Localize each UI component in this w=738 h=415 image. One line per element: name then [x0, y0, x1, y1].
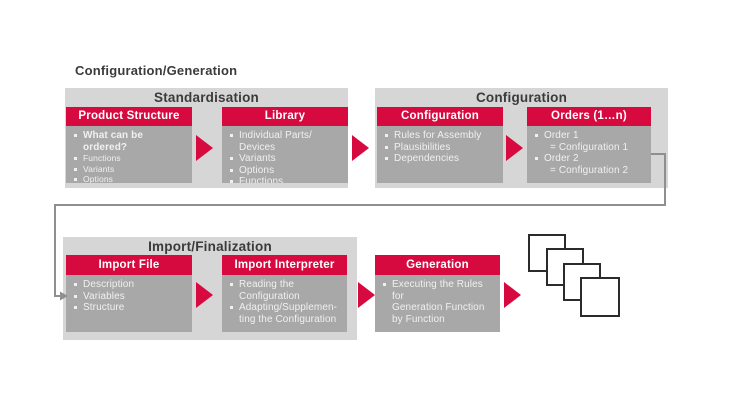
bullet-item: Functions [73, 153, 189, 164]
bullet-item: Rules for Assembly [384, 130, 500, 142]
box-import-interpreter-body: Reading the Configuration Adapting/Suppl… [222, 275, 347, 332]
box-generation: Generation Executing the Rules for Gener… [375, 255, 500, 332]
bullet-item: Variants [229, 153, 345, 165]
box-import-file-header: Import File [66, 255, 192, 275]
bullet-item: What can be ordered? [73, 130, 189, 153]
output-document-square [580, 277, 620, 317]
section-import-finalization-label: Import/Finalization [148, 239, 272, 254]
bullet-sub-item: = Configuration 2 [550, 164, 629, 176]
bullet-item: Description [73, 279, 189, 291]
flow-arrow-icon [196, 135, 213, 161]
box-library: Library Individual Parts/ Devices Varian… [222, 107, 348, 183]
bullet-item: Order 2 [534, 153, 648, 165]
box-orders-header: Orders (1…n) [527, 107, 651, 126]
bullet-item: Executing the Rules for Generation Funct… [382, 279, 497, 325]
bullet-sub-item: = Configuration 1 [550, 141, 629, 153]
box-orders-body: Order 1 = Configuration 1 Order 2 = Conf… [527, 126, 651, 183]
box-generation-body: Executing the Rules for Generation Funct… [375, 275, 500, 332]
bullet-item: Functions [229, 176, 345, 183]
bullet-item: Individual Parts/ Devices [229, 130, 345, 153]
box-generation-header: Generation [375, 255, 500, 275]
box-library-header: Library [222, 107, 348, 126]
flow-arrow-icon [352, 135, 369, 161]
box-import-file: Import File Description Variables Struct… [66, 255, 192, 332]
box-orders: Orders (1…n) Order 1 = Configuration 1 O… [527, 107, 651, 183]
bullet-item: Variants [73, 164, 189, 175]
diagram-title: Configuration/Generation [75, 63, 238, 78]
box-library-body: Individual Parts/ Devices Variants Optio… [222, 126, 348, 183]
box-product-structure: Product Structure What can be ordered? F… [66, 107, 192, 183]
box-configuration-rules-body: Rules for Assembly Plausibilities Depend… [377, 126, 503, 183]
box-product-structure-body: What can be ordered? Functions Variants … [66, 126, 192, 183]
bullet-item: Adapting/Supplemen- ting the Configurati… [229, 302, 344, 325]
flow-arrow-icon [358, 282, 375, 308]
section-standardisation-label: Standardisation [153, 90, 259, 105]
box-configuration-rules: Configuration Rules for Assembly Plausib… [377, 107, 503, 183]
bullet-item: Order 1 [534, 130, 648, 142]
bullet-item: Options [229, 165, 345, 177]
box-configuration-rules-header: Configuration [377, 107, 503, 126]
flow-arrow-icon [506, 135, 523, 161]
bullet-item: Reading the Configuration [229, 279, 344, 302]
section-configuration-label: Configuration [475, 90, 568, 105]
box-product-structure-header: Product Structure [66, 107, 192, 126]
bullet-item: Options [73, 174, 189, 183]
box-import-interpreter: Import Interpreter Reading the Configura… [222, 255, 347, 332]
box-import-file-body: Description Variables Structure [66, 275, 192, 332]
bullet-item: Variables [73, 291, 189, 303]
bullet-item: Dependencies [384, 153, 500, 165]
flow-arrow-icon [504, 282, 521, 308]
flow-arrow-icon [196, 282, 213, 308]
bullet-item: Plausibilities [384, 142, 500, 154]
bullet-item: Structure [73, 302, 189, 314]
box-import-interpreter-header: Import Interpreter [222, 255, 347, 275]
